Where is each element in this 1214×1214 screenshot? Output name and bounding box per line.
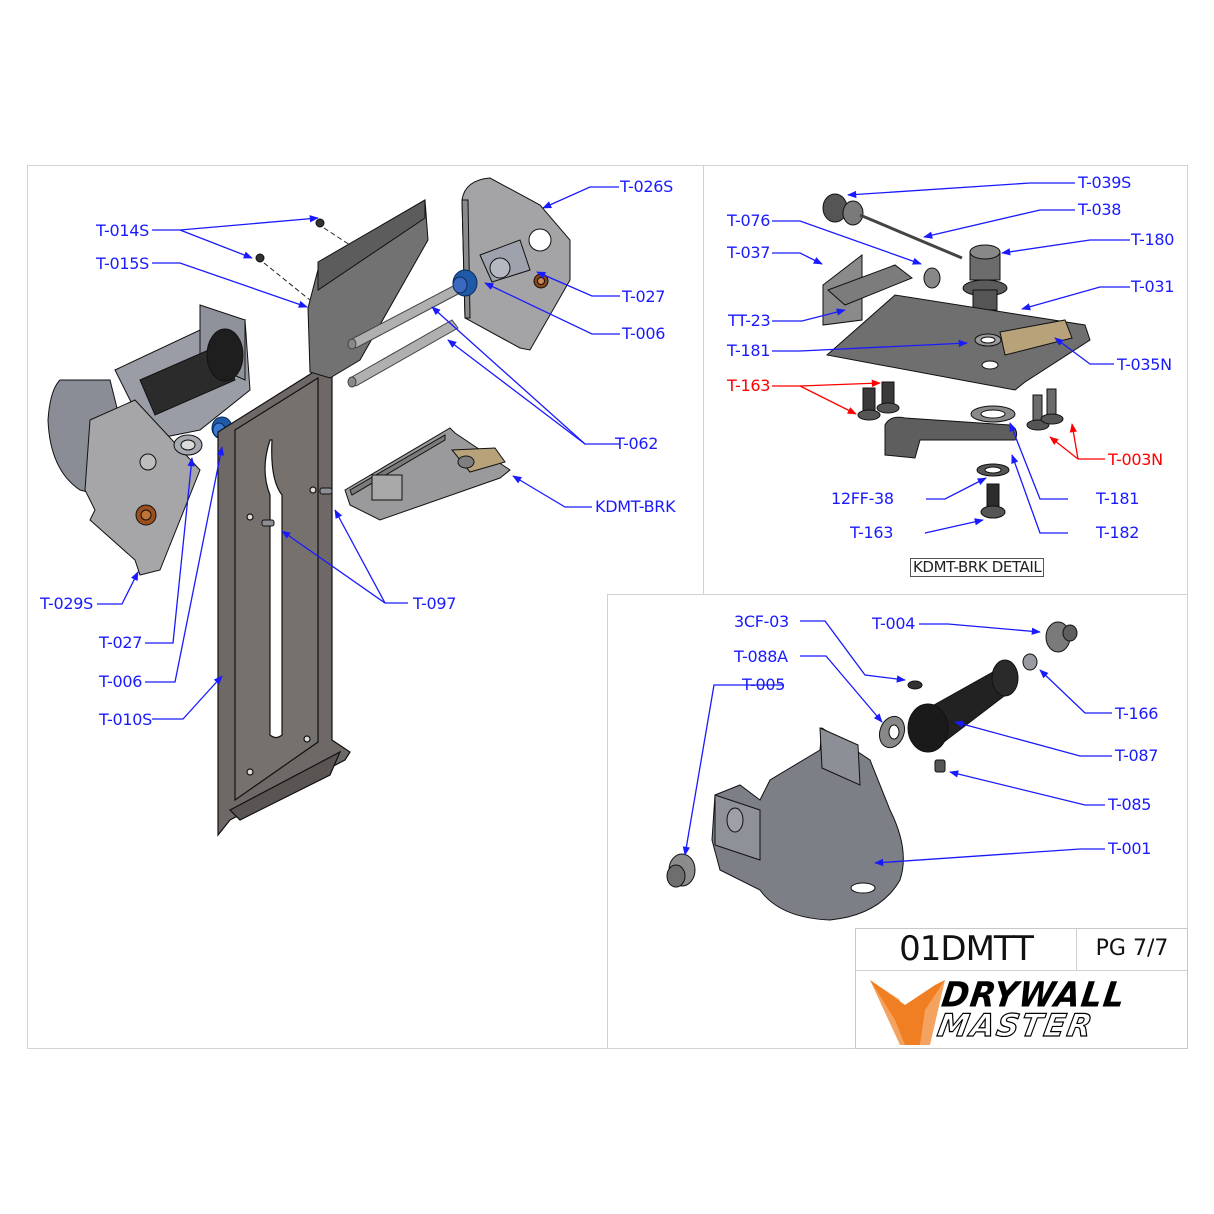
callout-T-087: T-087 [1115, 746, 1159, 765]
divider-horizontal-right [607, 594, 1187, 595]
detail-bracket-T-037 [822, 253, 914, 326]
callout-T-006-left: T-006 [99, 672, 143, 691]
detail-knob-T-039S [822, 193, 963, 260]
detail-washer-12FF-38 [976, 463, 1010, 519]
callout-T-076: T-076 [727, 211, 771, 230]
bushing-T-005 [666, 853, 696, 888]
spacer-T-166 [1022, 653, 1038, 671]
callout-T-027-left: T-027 [99, 633, 143, 652]
callout-T-182: T-182 [1096, 523, 1140, 542]
leader-lines-red [772, 379, 1105, 460]
base-housing-T-001 [711, 727, 904, 921]
callout-T-163-top: T-163 [727, 376, 771, 395]
callout-T-004: T-004 [872, 614, 916, 633]
divider-vertical-bottom [607, 594, 608, 1048]
callout-T-005: T-005 [742, 675, 786, 694]
leader-lines-main [97, 186, 620, 720]
divider-vertical-top [703, 165, 704, 594]
bushing-T-004 [1045, 621, 1078, 653]
callout-T-038: T-038 [1078, 200, 1122, 219]
blue-bushing-right [452, 269, 478, 297]
vertical-plate [217, 367, 351, 837]
callout-T-027-right: T-027 [622, 287, 666, 306]
part-number: 01DMTT [899, 929, 1034, 969]
callout-T-039S: T-039S [1078, 173, 1131, 192]
callout-T-181-bottom: T-181 [1096, 489, 1140, 508]
title-block-col-divider [1076, 928, 1077, 970]
logo-text-master: MASTER [934, 1007, 1097, 1044]
leader-lines-base [682, 620, 1112, 867]
callout-TT-23: TT-23 [728, 311, 771, 330]
logo-chevron-icon [870, 980, 945, 1045]
pins-T-097 [261, 487, 333, 527]
leader-lines-detail [772, 182, 1130, 534]
callout-T-097: T-097 [413, 594, 457, 613]
callout-T-062: T-062 [615, 434, 659, 453]
roller-shaft-left [139, 328, 244, 416]
callout-T-163-bottom: T-163 [850, 523, 894, 542]
callout-T-014S: T-014S [96, 221, 149, 240]
title-block [855, 928, 1188, 1049]
callout-T-015S: T-015S [96, 254, 149, 273]
callout-T-085: T-085 [1108, 795, 1152, 814]
callout-T-001: T-001 [1108, 839, 1152, 858]
callout-T-035N: T-035N [1117, 355, 1172, 374]
callout-T-010S: T-010S [99, 710, 152, 729]
callout-T-006-right: T-006 [622, 324, 666, 343]
callout-T-181-top: T-181 [727, 341, 771, 360]
roller-T-087 [907, 659, 1019, 753]
brake-bracket [344, 427, 511, 521]
title-block-row-divider [855, 970, 1187, 971]
detail-collar-T-180 [962, 244, 1008, 311]
callout-T-026S: T-026S [620, 177, 673, 196]
detail-screw-T-076 [923, 267, 941, 289]
detail-caption: KDMT-BRK DETAIL [910, 558, 1045, 577]
setscrew-T-085 [934, 759, 946, 773]
side-plate-left [84, 399, 203, 576]
callout-T-003N: T-003N [1108, 450, 1163, 469]
detail-studs-T-003N [1026, 388, 1064, 431]
top-channel-plate [307, 199, 429, 379]
callout-T-029S: T-029S [40, 594, 93, 613]
detail-screws-T-163 [857, 381, 900, 421]
callout-KDMT-BRK: KDMT-BRK [595, 497, 676, 516]
page-number: PG 7/7 [1095, 936, 1169, 961]
washer-T-088A [878, 715, 906, 749]
detail-arm-T-182 [884, 405, 1018, 459]
callout-T-180: T-180 [1131, 230, 1175, 249]
detail-plate-T-031 [825, 294, 1091, 391]
drawing-border [27, 165, 1188, 1049]
callout-T-031: T-031 [1131, 277, 1175, 296]
callout-3CF-03: 3CF-03 [734, 612, 789, 631]
screw-3CF-03 [907, 680, 923, 690]
callout-T-166: T-166 [1115, 704, 1159, 723]
callout-12FF-38: 12FF-38 [831, 489, 894, 508]
callout-T-088A: T-088A [734, 647, 788, 666]
callout-T-037: T-037 [727, 243, 771, 262]
rods-T-062 [347, 284, 461, 388]
